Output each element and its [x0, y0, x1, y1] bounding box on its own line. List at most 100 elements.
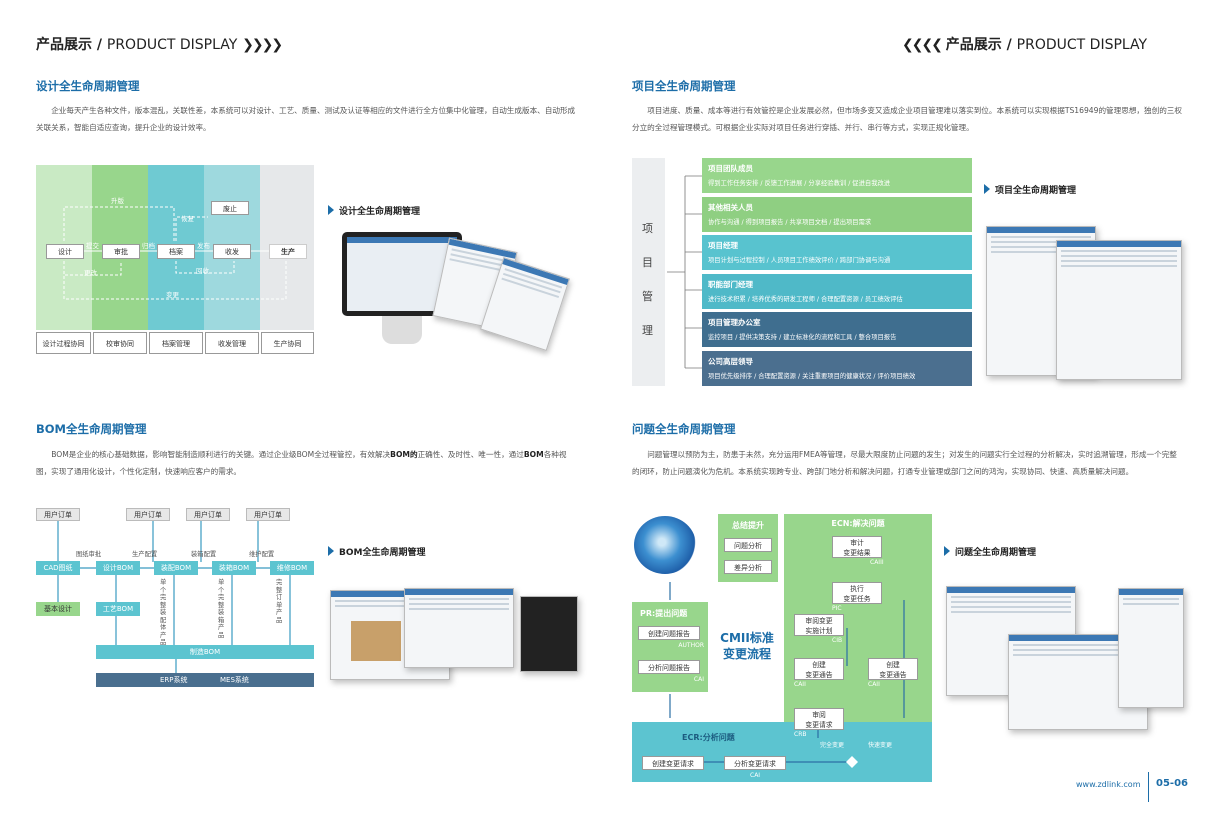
design-paragraph: 企业每天产生各种文件，版本混乱，关联性差，本系统可以对设计、工艺、质量、测试及认… [36, 106, 576, 132]
ecn-flow-tag: CRB [794, 731, 807, 738]
node-archive: 档案 [157, 244, 195, 259]
bom-screenshot-2 [404, 588, 514, 668]
page-number: 05-06 [1156, 778, 1188, 789]
pr-analyze: 分析问题报告 [638, 660, 700, 674]
vert-assembly-product: 单个完整装配体产品 [160, 579, 167, 646]
chevrons-right-icon: ❯❯❯❯ [242, 37, 283, 53]
monitor-stand [382, 316, 422, 344]
bom-screenshot-3 [520, 596, 578, 672]
role-title: 职能部门经理 [708, 279, 753, 289]
bom-packing: 装箱BOM [212, 561, 256, 575]
design-caption: 设计全生命周期管理 [328, 204, 420, 217]
bom-caption: BOM全生命周期管理 [328, 545, 425, 558]
col-review-collab: 校审协同 [93, 332, 147, 354]
left-header: 产品展示 / PRODUCT DISPLAY ❯❯❯❯ [36, 37, 283, 53]
edge-upgrade: 升版 [111, 197, 124, 205]
bom-diagram: 用户订单 用户订单 用户订单 用户订单 图纸审批 生产配置 装箱配置 维护配置 … [36, 506, 316, 688]
ecn-flow-step: 创建 变更通告 [868, 658, 918, 680]
route-fast: 快速变更 [868, 742, 893, 749]
bom-process: 工艺BOM [96, 602, 140, 616]
edge-modify: 变更 [166, 291, 179, 299]
edge-change: 更改 [84, 269, 97, 277]
project-role-row: 其他相关人员协作与沟通 / 得到项目报告 / 共享项目文档 / 提出项目需求 [702, 196, 972, 232]
lbl-production-config: 生产配置 [132, 551, 158, 558]
ecr-panel: ECR:分析问题 创建变更请求 分析变更请求 CAI [632, 722, 932, 782]
vert-packing-product: 单个完整装箱产品 [218, 579, 225, 639]
bom-order-2: 用户订单 [126, 508, 170, 521]
bom-assembly: 装配BOM [154, 561, 198, 575]
project-side-label: 项 目 管 理 [632, 158, 665, 386]
issue-diagram: 总结提升 问题分析 差异分析 ECN:解决问题 PR:提出问题 创建问题报告 A… [632, 506, 932, 782]
role-duties: 进行技术积累 / 培养优秀的研发工程师 / 合理配置资源 / 员工绩效评估 [708, 295, 903, 303]
project-diagram: 项 目 管 理 项目团队成员得到工作任务安排 / 反馈工作进展 / 分享经验教训… [632, 158, 972, 386]
erp-mes-bar: ERP系统 MES系统 [96, 673, 314, 687]
ecn-flow-tag: CAII [794, 681, 806, 688]
role-title: 项目管理办公室 [708, 318, 761, 327]
bom-order-3: 用户订单 [186, 508, 230, 521]
ecn-flow-tag: PIC [832, 605, 842, 612]
edge-restore: 恢复 [181, 215, 194, 223]
project-screenshot-2 [1056, 240, 1182, 380]
summary-box: 总结提升 问题分析 差异分析 [718, 514, 778, 582]
ecn-flow-step: 创建 变更通告 [794, 658, 844, 680]
node-produce: 生产 [269, 244, 307, 259]
design-section-title: 设计全生命周期管理 [36, 79, 140, 93]
project-role-row: 项目团队成员得到工作任务安排 / 反馈工作进展 / 分享经验教训 / 促进自我改… [702, 158, 972, 193]
role-duties: 得到工作任务安排 / 反馈工作进展 / 分享经验教训 / 促进自我改进 [708, 180, 891, 187]
role-duties: 监控项目 / 提供决策支持 / 建立标准化的流程和工具 / 整合项目报告 [708, 334, 897, 341]
erp-system: ERP系统 [160, 676, 188, 684]
project-role-row: 项目管理办公室监控项目 / 提供决策支持 / 建立标准化的流程和工具 / 整合项… [702, 312, 972, 347]
ecn-flow-tag: CIB [832, 637, 843, 644]
cmii-center: CMII标准变更流程 [720, 631, 774, 661]
edge-publish: 发布 [197, 242, 210, 250]
lbl-maint-config: 维护配置 [249, 551, 275, 558]
col-dispatch: 收发管理 [205, 332, 259, 354]
issue-screenshot-3 [1118, 588, 1184, 708]
role-duties: 项目优先级排序 / 合理配置资源 / 关注重要项目的健康状况 / 评价项目绩效 [708, 372, 916, 380]
bom-section-title: BOM全生命周期管理 [36, 422, 147, 436]
pr-create: 创建问题报告 [638, 626, 700, 640]
bom-order-1: 用户订单 [36, 508, 80, 521]
pr-panel: PR:提出问题 创建问题报告 AUTHOR 分析问题报告 CAI [632, 602, 708, 692]
mes-system: MES系统 [220, 676, 249, 684]
node-approve: 审批 [102, 244, 140, 259]
role-title: 项目经理 [708, 241, 738, 250]
ecn-flow-tag: CAII [868, 681, 880, 688]
ecr-analyze: 分析变更请求 [724, 756, 786, 770]
right-page: ❮❮❮❮ 产品展示 / PRODUCT DISPLAY 项目全生命周期管理 项目… [604, 0, 1207, 824]
left-page: 产品展示 / PRODUCT DISPLAY ❯❯❯❯ 设计全生命周期管理 企业… [0, 0, 603, 824]
ecn-flow-step: 审计 变更结果 [832, 536, 882, 558]
ecn-flow-step: 执行 变更任务 [832, 582, 882, 604]
footer-divider [1148, 772, 1149, 802]
edge-recall: 回收 [196, 267, 209, 275]
ecn-title: ECN:解决问题 [831, 519, 885, 528]
bom-manufacturing: 制造BOM [96, 645, 314, 659]
project-section-title: 项目全生命周期管理 [632, 79, 736, 93]
issue-section-title: 问题全生命周期管理 [632, 422, 736, 436]
right-header: ❮❮❮❮ 产品展示 / PRODUCT DISPLAY [902, 37, 1148, 53]
bom-order-4: 用户订单 [246, 508, 290, 521]
col-design-collab: 设计过程协同 [36, 332, 91, 354]
bom-basic-design: 基本设计 [36, 602, 80, 616]
edge-submit: 提交 [86, 242, 99, 250]
edge-archive: 归档 [142, 242, 155, 250]
footer-url[interactable]: www.zdlink.com [1076, 780, 1141, 789]
project-role-row: 项目经理项目计划与过程控制 / 人员项目工作绩效评价 / 跨部门协调与沟通 [702, 235, 972, 270]
issue-caption: 问题全生命周期管理 [944, 545, 1036, 558]
node-dispatch: 收发 [213, 244, 251, 259]
role-duties: 协作与沟通 / 得到项目报告 / 共享项目文档 / 提出项目需求 [708, 218, 872, 226]
gear-icon [634, 516, 696, 574]
vert-order-product: 完整订单产品 [276, 579, 283, 624]
bom-maintenance: 维修BOM [270, 561, 314, 575]
bom-design: 设计BOM [96, 561, 140, 575]
ecn-flow-step: 审阅 变更请求 [794, 708, 844, 730]
project-caption: 项目全生命周期管理 [984, 183, 1076, 196]
route-full: 完全变更 [820, 742, 845, 749]
role-duties: 项目计划与过程控制 / 人员项目工作绩效评价 / 跨部门协调与沟通 [708, 257, 891, 264]
lbl-packing-config: 装箱配置 [191, 551, 217, 558]
design-flow-arrows [63, 206, 287, 300]
role-title: 其他相关人员 [708, 202, 753, 212]
bom-cad: CAD图纸 [36, 561, 80, 575]
chevrons-left-icon: ❮❮❮❮ [902, 37, 943, 53]
project-paragraph: 项目进度、质量、成本等进行有效管控是企业发展必然，但市场多变又造成企业项目管理难… [632, 106, 1182, 132]
